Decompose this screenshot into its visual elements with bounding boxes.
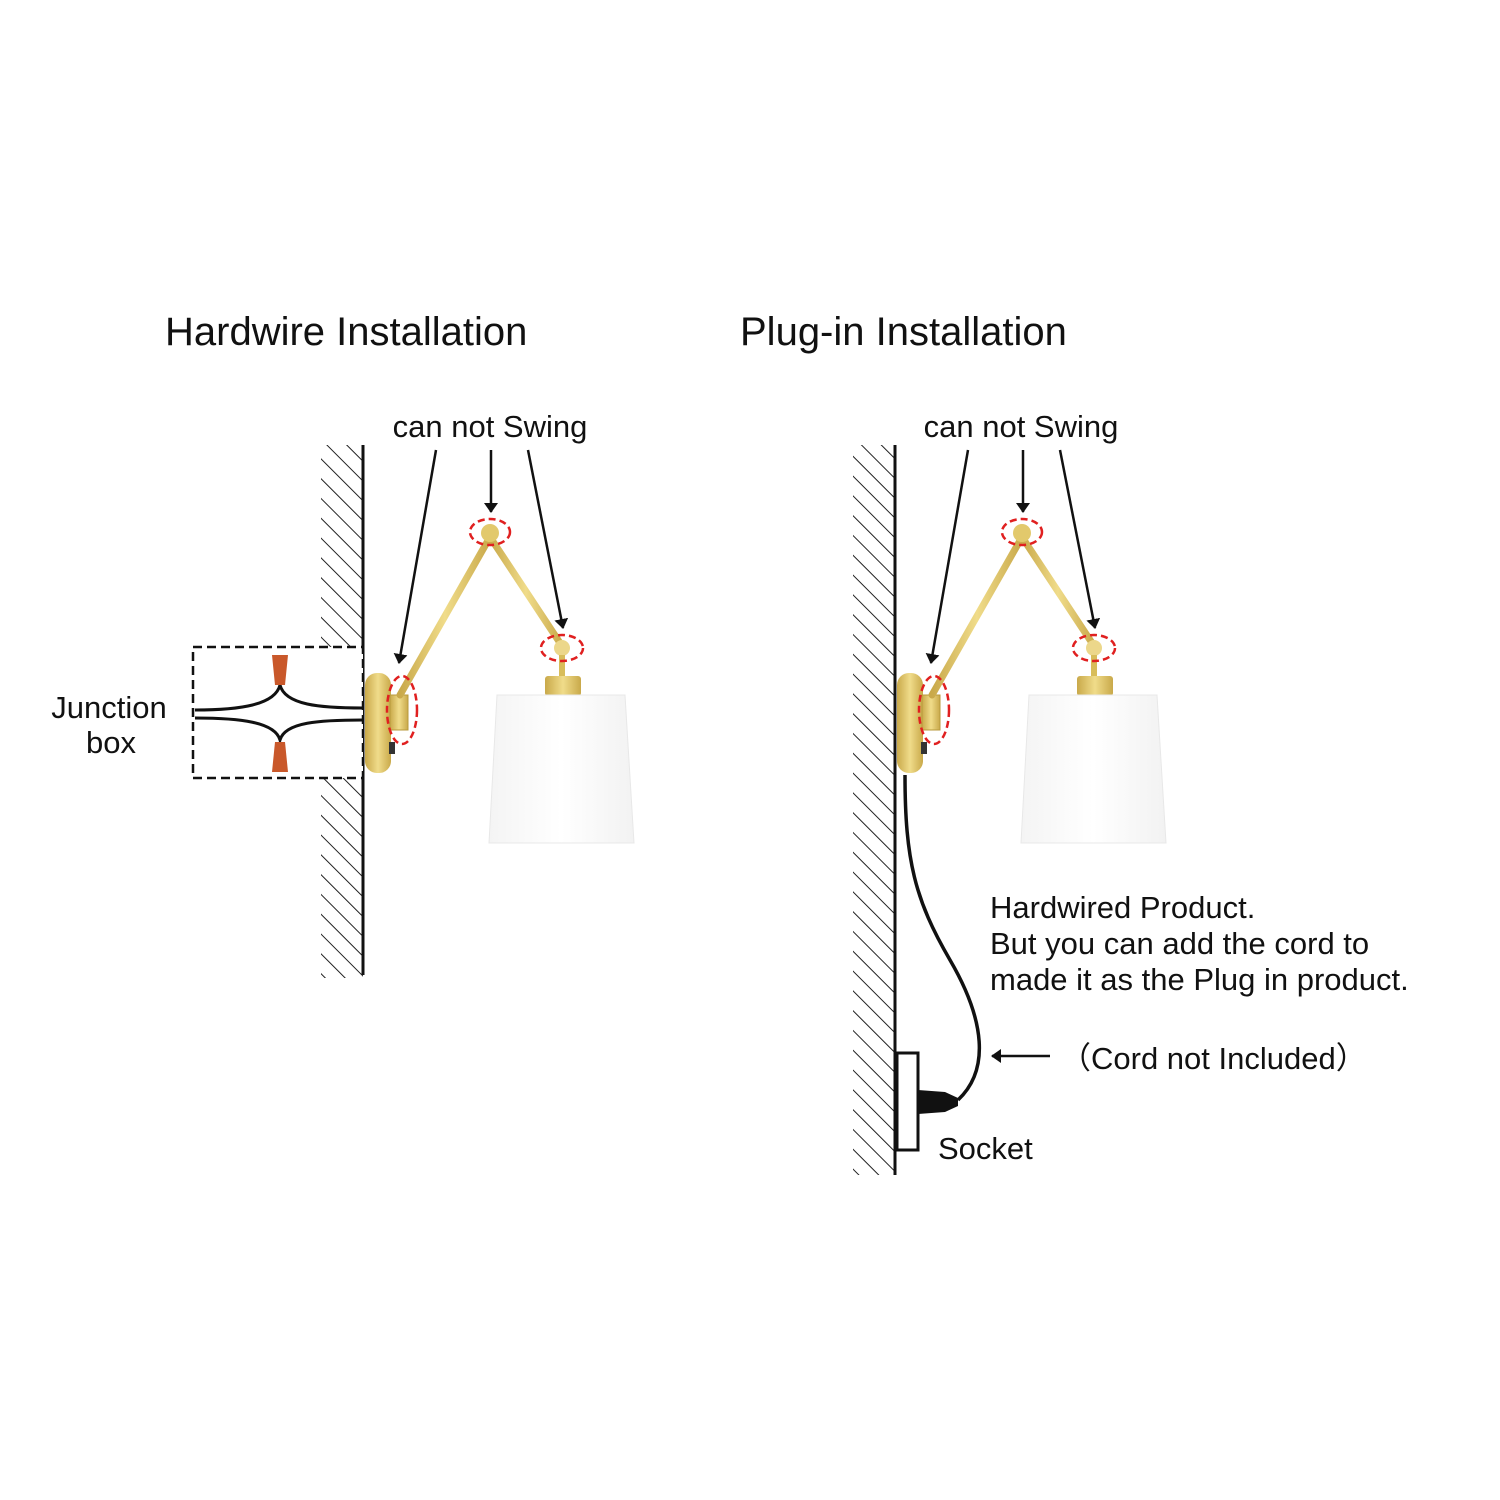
wall-socket bbox=[895, 1051, 920, 1152]
plugin-section: Plug-in Installation can not Swing Hardw… bbox=[740, 310, 1409, 1175]
junction-box-label: Junction bbox=[51, 690, 166, 725]
wire-connector-icon bbox=[272, 655, 288, 685]
wall-hatching bbox=[853, 445, 897, 1175]
wire-connector-icon bbox=[272, 742, 288, 772]
note-line-2: But you can add the cord to bbox=[990, 926, 1369, 961]
wall-hatching bbox=[321, 445, 365, 978]
hardwire-swing-label: can not Swing bbox=[393, 409, 588, 444]
note-line-3: made it as the Plug in product. bbox=[990, 962, 1409, 997]
wall-lamp-plugin bbox=[897, 450, 1166, 843]
plug-icon bbox=[918, 1090, 958, 1114]
hardwire-title: Hardwire Installation bbox=[165, 310, 527, 354]
plugin-swing-label: can not Swing bbox=[924, 409, 1119, 444]
socket-label: Socket bbox=[938, 1131, 1033, 1166]
hardwire-section: Hardwire Installation can not Swing Junc… bbox=[51, 310, 634, 978]
note-line-1: Hardwired Product. bbox=[990, 890, 1255, 925]
junction-box bbox=[191, 645, 365, 780]
power-cord bbox=[903, 774, 982, 1102]
cord-label: （Cord not Included） bbox=[1060, 1041, 1367, 1076]
junction-box-label-2: box bbox=[86, 725, 136, 760]
plugin-title: Plug-in Installation bbox=[740, 310, 1067, 354]
wall-lamp-hardwire bbox=[365, 450, 634, 843]
